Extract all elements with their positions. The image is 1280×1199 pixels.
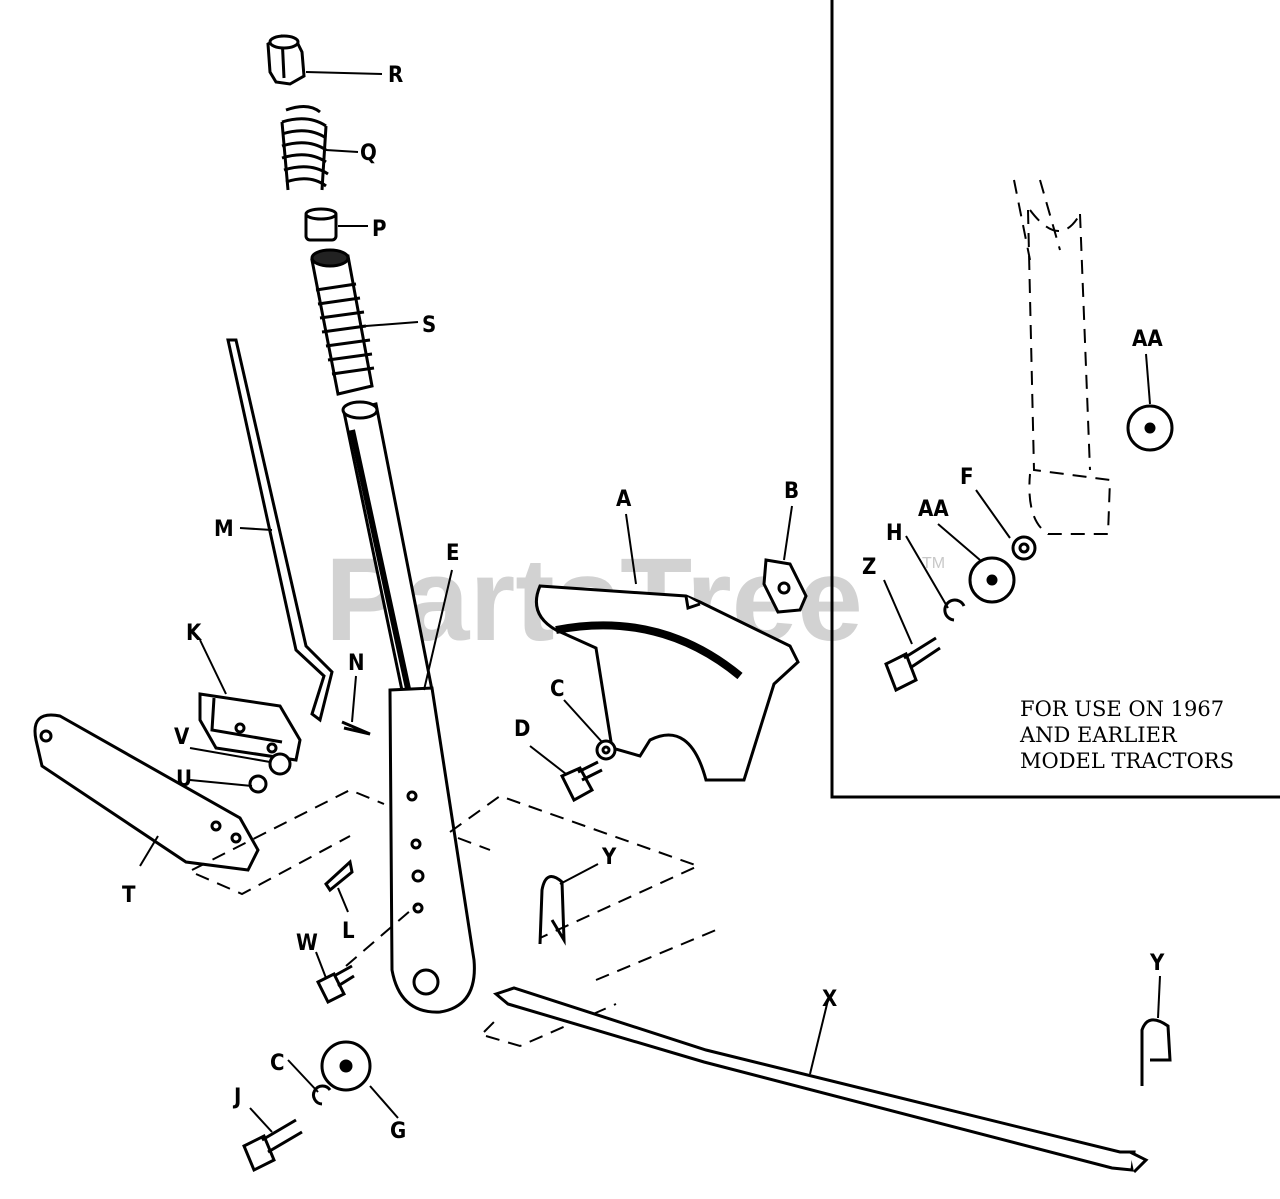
part-b-clip bbox=[762, 558, 808, 614]
label-n: N bbox=[348, 651, 365, 676]
part-y-hair-pin-2 bbox=[1140, 1018, 1172, 1086]
part-j-bolt bbox=[242, 1118, 303, 1173]
label-p: P bbox=[372, 217, 387, 242]
label-w: W bbox=[296, 931, 318, 956]
label-z: Z bbox=[862, 555, 876, 580]
part-u-washer bbox=[248, 774, 268, 794]
part-c-lock-washer-bottom bbox=[312, 1084, 332, 1106]
part-a-quadrant bbox=[535, 584, 800, 782]
label-v: V bbox=[174, 725, 190, 750]
inset-frame bbox=[830, 0, 1280, 799]
part-l-pin bbox=[324, 859, 354, 893]
label-m: M bbox=[214, 517, 234, 542]
part-y-hair-pin-1 bbox=[538, 875, 566, 946]
label-u: U bbox=[176, 767, 192, 792]
label-d: D bbox=[514, 717, 530, 742]
label-aa-1: AA bbox=[1132, 327, 1163, 352]
label-l: L bbox=[342, 919, 355, 944]
part-r-hex-nut bbox=[266, 34, 306, 86]
label-e: E bbox=[446, 541, 460, 566]
label-g: G bbox=[390, 1119, 406, 1144]
leader-lines bbox=[139, 71, 1161, 1133]
label-s: S bbox=[422, 313, 436, 338]
part-m-rod bbox=[226, 338, 334, 723]
label-c-bottom: C bbox=[270, 1051, 285, 1076]
part-c-lock-washer-top bbox=[595, 739, 617, 761]
part-d-bolt bbox=[559, 760, 603, 803]
inset-note-line-2: AND EARLIER bbox=[1019, 723, 1178, 747]
label-a: A bbox=[616, 487, 632, 512]
part-f-spacer bbox=[1011, 535, 1037, 561]
part-v-nut bbox=[268, 752, 292, 776]
part-e-lever-arm bbox=[341, 400, 476, 1014]
part-z-bolt bbox=[884, 636, 941, 693]
label-h: H bbox=[886, 521, 903, 546]
part-g-washer bbox=[320, 1040, 372, 1092]
part-aa-washer-inset bbox=[968, 404, 1174, 604]
part-h-lock-washer bbox=[943, 598, 966, 622]
part-s-grip bbox=[310, 248, 375, 396]
label-y-2: Y bbox=[1149, 951, 1165, 976]
label-c-top: C bbox=[550, 677, 565, 702]
inset-note-line-3: MODEL TRACTORS bbox=[1020, 749, 1234, 773]
part-w-bolt bbox=[315, 964, 355, 1005]
label-f: F bbox=[960, 465, 974, 490]
part-p-bushing bbox=[304, 207, 338, 242]
part-n-cotter-pin bbox=[341, 720, 371, 736]
part-t-link-arm bbox=[33, 713, 260, 872]
part-k-bracket bbox=[198, 692, 302, 762]
label-x: X bbox=[822, 987, 837, 1012]
part-x-rod bbox=[492, 986, 1149, 1174]
label-aa-2: AA bbox=[918, 497, 949, 522]
label-k: K bbox=[186, 621, 202, 646]
label-b: B bbox=[784, 479, 799, 504]
label-r: R bbox=[388, 63, 403, 88]
label-y-1: Y bbox=[601, 845, 617, 870]
label-j: J bbox=[232, 1085, 241, 1110]
part-q-spring bbox=[280, 105, 329, 191]
label-t: T bbox=[122, 883, 136, 908]
inset-note-line-1: FOR USE ON 1967 bbox=[1020, 697, 1224, 721]
label-q: Q bbox=[360, 141, 377, 166]
watermark-tm: TM bbox=[922, 555, 945, 572]
